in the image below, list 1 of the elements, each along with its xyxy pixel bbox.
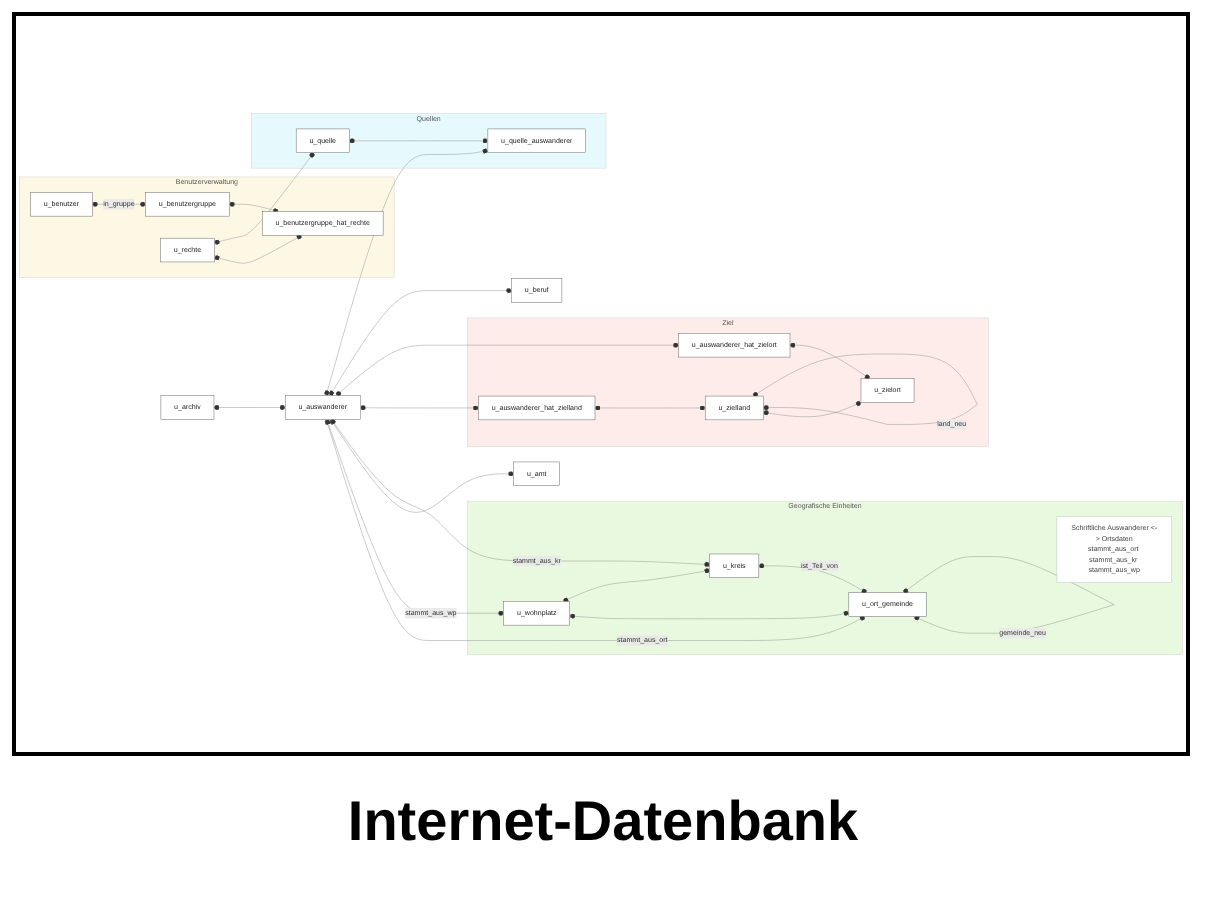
- diagram-title: Internet-Datenbank: [345, 790, 861, 854]
